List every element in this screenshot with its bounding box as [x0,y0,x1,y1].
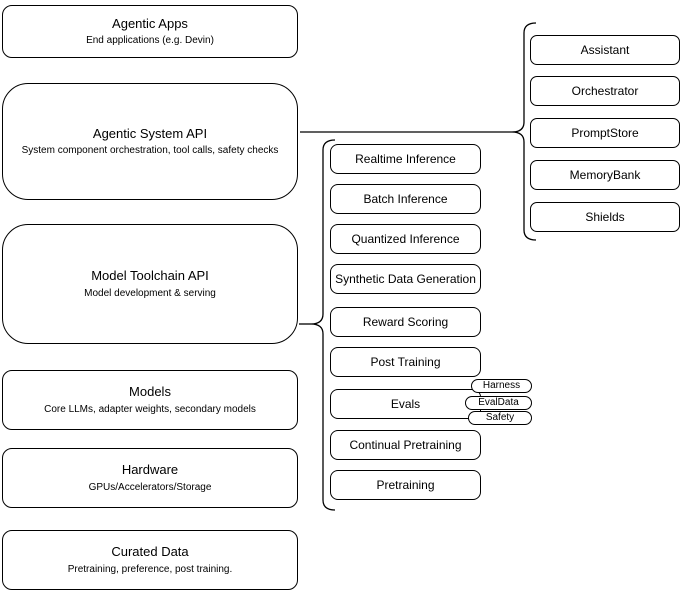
middle-column-brace [310,139,336,511]
node-label: Post Training [370,355,441,369]
node-models: Models Core LLMs, adapter weights, secon… [2,370,298,430]
node-label: Shields [585,210,625,224]
pill-label: EvalData [478,397,519,408]
node-title: Hardware [121,462,179,478]
node-promptstore: PromptStore [530,118,680,148]
node-memorybank: MemoryBank [530,160,680,190]
node-title: Agentic System API [92,125,208,141]
pill-evaldata: EvalData [465,396,532,410]
node-label: Evals [390,397,421,411]
node-title: Model Toolchain API [91,268,209,284]
node-label: Batch Inference [363,192,448,206]
node-shields: Shields [530,202,680,232]
node-reward-scoring: Reward Scoring [330,307,481,337]
node-batch-inference: Batch Inference [330,184,481,214]
node-post-training: Post Training [330,347,481,377]
node-curated-data: Curated Data Pretraining, preference, po… [2,530,298,590]
node-realtime-inference: Realtime Inference [330,144,481,174]
pill-safety: Safety [468,411,532,425]
node-label: Realtime Inference [355,152,456,166]
node-agentic-apps: Agentic Apps End applications (e.g. Devi… [2,5,298,58]
node-subtitle: Pretraining, preference, post training. [67,563,233,575]
pill-label: Harness [482,380,521,391]
node-evals: Evals [330,389,481,419]
node-subtitle: Core LLMs, adapter weights, secondary mo… [44,403,256,415]
node-label: Pretraining [376,478,435,492]
node-assistant: Assistant [530,35,680,65]
node-label: PromptStore [571,126,639,140]
node-subtitle: Model development & serving [84,287,216,299]
node-model-toolchain-api: Model Toolchain API Model development & … [2,224,298,344]
node-pretraining: Pretraining [330,470,481,500]
node-continual-pretraining: Continual Pretraining [330,430,481,460]
node-label: Assistant [580,43,630,57]
node-title: Models [129,384,171,400]
node-title: Agentic Apps [112,15,188,31]
pill-label: Safety [485,412,515,423]
node-title: Curated Data [111,544,189,560]
node-label: Reward Scoring [362,315,449,329]
node-label: Orchestrator [571,84,639,98]
node-agentic-system-api: Agentic System API System component orch… [2,83,298,200]
node-synthetic-data-generation: Synthetic Data Generation [330,264,481,294]
node-subtitle: GPUs/Accelerators/Storage [88,481,212,493]
node-label: MemoryBank [569,168,641,182]
pill-harness: Harness [471,379,532,393]
node-quantized-inference: Quantized Inference [330,224,481,254]
node-orchestrator: Orchestrator [530,76,680,106]
node-subtitle: End applications (e.g. Devin) [86,35,214,47]
node-hardware: Hardware GPUs/Accelerators/Storage [2,448,298,508]
right-column-brace [511,22,537,241]
node-label: Continual Pretraining [349,438,462,452]
node-subtitle: System component orchestration, tool cal… [21,145,279,157]
node-label: Quantized Inference [351,232,460,246]
node-label: Synthetic Data Generation [335,272,476,286]
